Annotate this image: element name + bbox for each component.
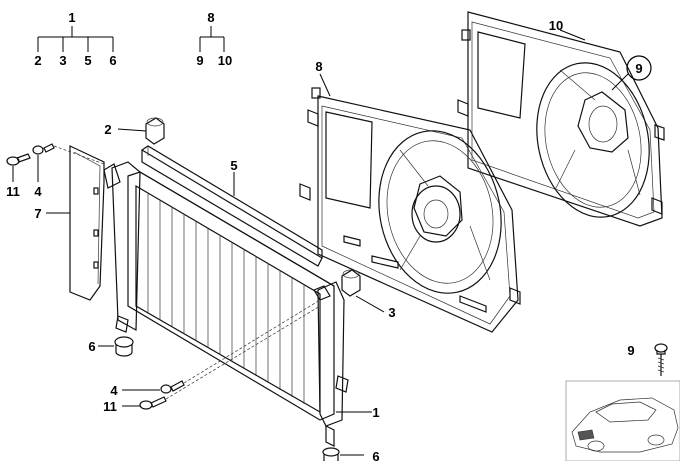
grommet-6-bottom: 6 [322,447,380,461]
fan-shroud-8: 8 [299,59,521,333]
callout-11-bottom: 11 [103,399,117,414]
grommet-6-left: 6 [88,336,134,357]
callout-10-shroud: 10 [549,18,563,33]
hierarchy-group-1: 1 2 3 5 6 [34,10,116,68]
callout-9-circled: 9 [635,61,642,76]
callout-9-inset: 9 [627,343,634,358]
callout-8-top: 8 [207,10,214,25]
callout-2-bracket: 2 [104,122,111,137]
hierarchy-group-8: 8 9 10 [196,10,232,68]
callout-6-child: 6 [109,53,116,68]
callout-6-left: 6 [88,339,95,354]
bottom-fasteners: 4 11 [103,299,321,414]
callout-4-top: 4 [34,184,42,199]
callout-11-top: 11 [6,184,20,199]
callout-2-child: 2 [34,53,41,68]
callout-3-mount: 3 [388,305,395,320]
fan-shroud-10: 10 [457,11,665,227]
radiator-core-fins [147,193,305,404]
callout-3-child: 3 [59,53,66,68]
callout-5-child: 5 [84,53,91,68]
inset-car-locator [565,380,680,461]
bracket-2: 2 [104,117,165,145]
callout-6-bottom: 6 [372,449,379,461]
callout-1-radiator: 1 [372,405,379,420]
callout-4-bottom: 4 [110,383,118,398]
air-deflector-7: 7 [34,145,105,301]
callout-9-circled-group: 9 [611,55,652,91]
callout-8-shroud: 8 [315,59,322,74]
top-fasteners: 11 4 [6,143,105,199]
radiator-1: 1 [103,161,380,447]
inset-screw-panel: 9 [627,343,668,376]
rubber-mount-3: 3 [341,269,396,320]
callout-7-deflector: 7 [34,206,41,221]
callout-10-child: 10 [218,53,232,68]
callout-9-child: 9 [196,53,203,68]
callout-1-top: 1 [68,10,75,25]
seal-strip-5: 5 [140,145,323,267]
callout-5-seal: 5 [230,158,237,173]
